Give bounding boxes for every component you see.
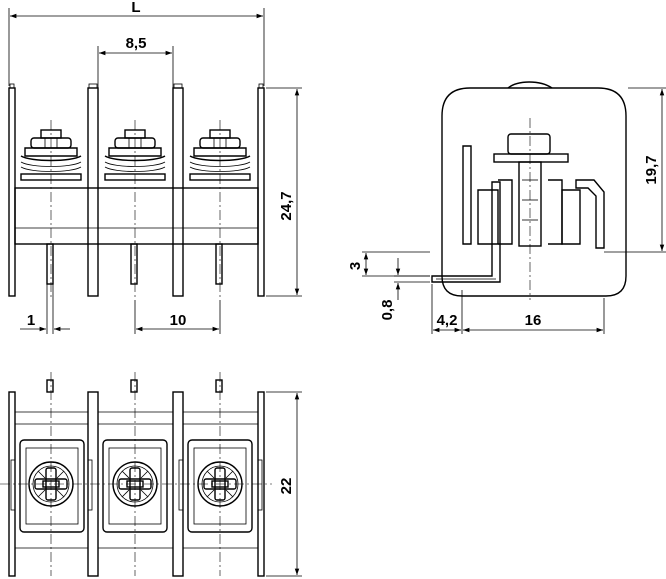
dim-pitch: 8,5 xyxy=(97,35,174,88)
top-view xyxy=(0,372,272,577)
dim-total-height: 24,7 xyxy=(266,87,302,297)
dim-bottom-width: 22 xyxy=(266,391,302,577)
label-lead-projection: 4,2 xyxy=(437,312,458,329)
dim-lead-projection: 4,2 xyxy=(431,284,463,334)
dim-lead-offset: 3 xyxy=(347,251,430,277)
front-view xyxy=(8,83,265,300)
dim-pin-spacing: 10 xyxy=(134,300,221,334)
label-pin-spacing: 10 xyxy=(170,312,187,329)
dim-overall-length: L xyxy=(8,0,265,86)
dim-pin-width: 1 xyxy=(20,284,70,334)
label-pitch: 8,5 xyxy=(126,35,147,52)
dim-body-depth: 16 xyxy=(463,298,605,334)
label-overall-length: L xyxy=(131,0,140,16)
label-body-depth: 16 xyxy=(525,312,542,329)
label-lead-thickness: 0,8 xyxy=(379,300,396,321)
label-lead-offset: 3 xyxy=(347,262,364,270)
label-pin-width: 1 xyxy=(27,312,35,329)
dim-lead-thickness: 0,8 xyxy=(379,258,430,320)
label-side-height: 19,7 xyxy=(643,155,660,184)
dim-side-height: 19,7 xyxy=(604,87,666,253)
side-view xyxy=(431,81,627,300)
label-bottom-width: 22 xyxy=(278,478,295,495)
label-total-height: 24,7 xyxy=(278,191,295,220)
